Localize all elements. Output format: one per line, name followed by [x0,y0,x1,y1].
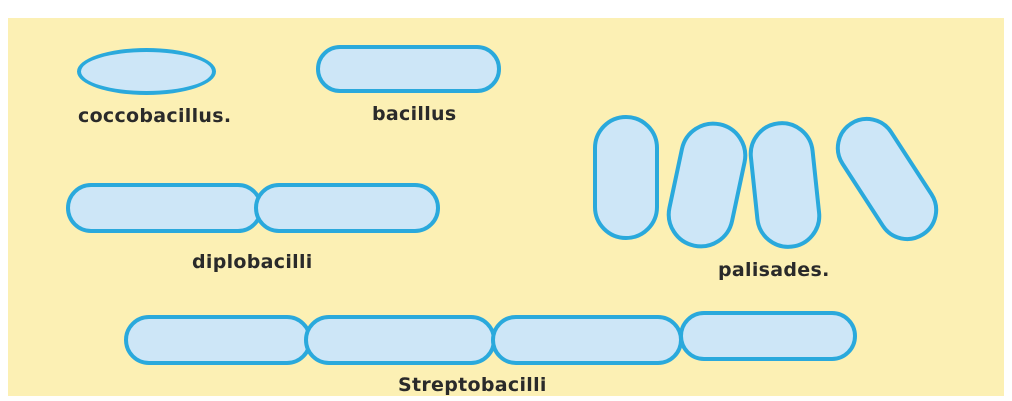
coccobacillus-label: coccobacillus. [78,105,231,127]
streptobacilli-cell-4 [679,311,857,361]
coccobacillus-cell [77,48,216,95]
bacillus-cell [316,45,501,93]
diplobacilli-cell-right [254,183,440,233]
palisades-cell-1 [593,115,659,240]
palisades-label: palisades. [718,259,830,281]
diplobacilli-label: diplobacilli [192,251,313,273]
streptobacilli-cell-3 [491,315,683,365]
streptobacilli-label: Streptobacilli [398,374,547,396]
bacillus-label: bacillus [372,103,456,125]
streptobacilli-cell-2 [304,315,496,365]
streptobacilli-cell-1 [124,315,312,365]
diplobacilli-cell-left [66,183,263,233]
